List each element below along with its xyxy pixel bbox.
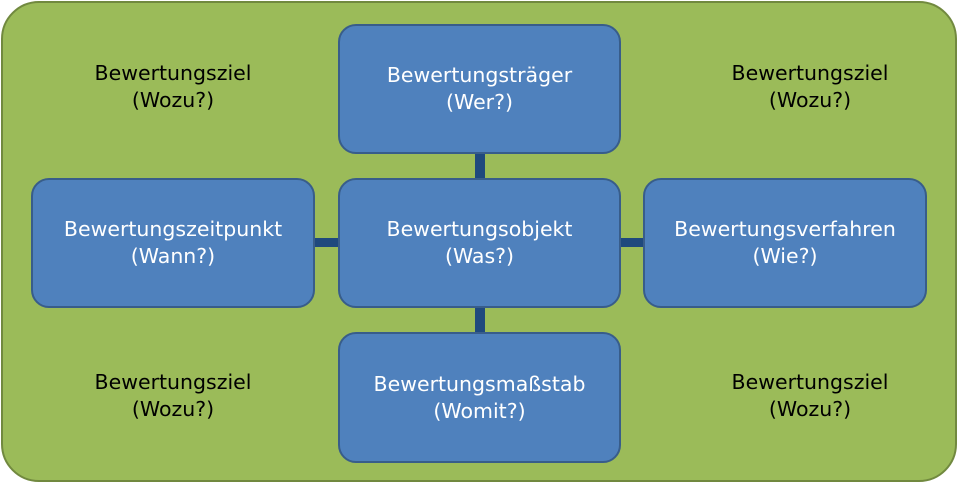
- box-question: (Wie?): [752, 244, 818, 268]
- box-title: Bewertungsmaßstab: [373, 371, 586, 396]
- corner-question: (Wozu?): [131, 397, 215, 421]
- corner-label-bottom-right: Bewertungsziel (Wozu?): [700, 369, 920, 423]
- corner-label-top-left: Bewertungsziel (Wozu?): [63, 60, 283, 114]
- box-question: (Wer?): [446, 90, 513, 114]
- corner-question: (Wozu?): [768, 88, 852, 112]
- corner-question: (Wozu?): [131, 88, 215, 112]
- corner-title: Bewertungsziel: [94, 370, 252, 394]
- box-title: Bewertungsobjekt: [386, 217, 573, 241]
- box-bewertungszeitpunkt: Bewertungszeitpunkt (Wann?): [31, 178, 315, 308]
- box-bewertungsverfahren: Bewertungsverfahren (Wie?): [643, 178, 927, 308]
- box-bewertungsobjekt: Bewertungsobjekt (Was?): [338, 178, 621, 308]
- corner-title: Bewertungsziel: [94, 61, 252, 85]
- box-question: (Womit?): [433, 398, 526, 423]
- connector-center-bottom: [475, 305, 485, 334]
- box-question: (Was?): [444, 244, 515, 268]
- corner-title: Bewertungsziel: [731, 61, 889, 85]
- corner-label-bottom-left: Bewertungsziel (Wozu?): [63, 369, 283, 423]
- box-title: Bewertungszeitpunkt: [63, 217, 283, 241]
- corner-label-top-right: Bewertungsziel (Wozu?): [700, 60, 920, 114]
- box-title: Bewertungsverfahren: [674, 217, 896, 241]
- corner-title: Bewertungsziel: [731, 370, 889, 394]
- box-bewertungsmassstab: Bewertungsmaßstab (Womit?): [338, 332, 621, 463]
- box-title: Bewertungsträger: [386, 63, 573, 87]
- connector-top-center: [475, 152, 485, 180]
- connector-center-right: [619, 238, 645, 247]
- box-bewertungstraeger: Bewertungsträger (Wer?): [338, 24, 621, 154]
- corner-question: (Wozu?): [768, 397, 852, 421]
- connector-left-center: [313, 238, 340, 247]
- box-question: (Wann?): [130, 244, 216, 268]
